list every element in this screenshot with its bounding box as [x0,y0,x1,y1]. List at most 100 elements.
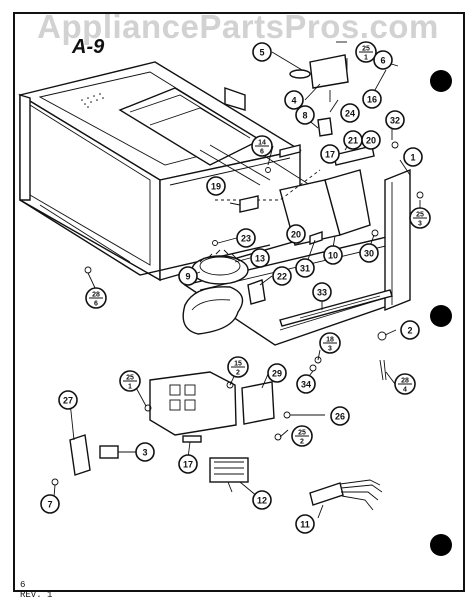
callout-4: 4 [284,90,304,110]
callout-23: 23 [236,228,256,248]
callout-25-1: 251 [355,41,377,63]
callout-19: 19 [206,176,226,196]
callout-number: 29 [272,369,282,379]
callout-number: 31 [300,264,310,274]
callout-number: 28 [92,292,100,299]
binder-hole-icon [430,70,452,92]
cavity-assembly [18,41,424,519]
callout-3: 3 [135,442,155,462]
callout-12: 12 [252,490,272,510]
callout-number: 7 [47,500,52,510]
callout-number: 2 [407,326,412,336]
callout-number: 18 [326,337,334,344]
callout-number: 10 [328,251,338,261]
callout-32: 32 [385,110,405,130]
callout-25-3: 253 [409,207,431,229]
callout-number: 19 [211,182,221,192]
callout-number: 20 [366,136,376,146]
callout-number: 8 [302,111,307,121]
callout-number: 25 [362,46,370,53]
binder-hole-icon [430,305,452,327]
callout-number: 23 [241,234,251,244]
callout-number: 26 [335,412,345,422]
page-label: A-9 [72,36,105,58]
footer-page-number: 6 [20,580,26,590]
binder-hole-icon [430,534,452,556]
callout-1: 1 [403,147,423,167]
callout-25-2: 252 [291,425,313,447]
callout-quantity: 2 [300,439,304,446]
callout-29: 29 [267,363,287,383]
footer-revision: REV. 1 [20,590,53,600]
callout-number: 20 [291,230,301,240]
callout-number: 25 [298,430,306,437]
callout-25-1: 251 [119,370,141,392]
callout-number: 1 [410,153,415,163]
callout-26: 26 [330,406,350,426]
callout-number: 13 [255,254,265,264]
callout-number: 14 [258,140,266,147]
callout-28-4: 284 [394,373,416,395]
callout-33: 33 [312,282,332,302]
callout-number: 5 [259,48,264,58]
callout-number: 17 [183,460,193,470]
callout-quantity: 4 [403,387,407,394]
watermark-text: AppliancePartsPros.com [37,8,439,45]
callout-number: 32 [390,116,400,126]
callout-number: 30 [364,249,374,259]
callout-27: 27 [58,390,78,410]
callout-10: 10 [323,245,343,265]
callout-24: 24 [340,103,360,123]
callout-number: 15 [234,361,242,368]
callout-8: 8 [295,105,315,125]
callout-22: 22 [272,266,292,286]
callout-13: 13 [250,248,270,268]
callout-21: 21 [343,130,363,150]
callout-number: 12 [257,496,267,506]
callout-17: 17 [320,144,340,164]
callout-34: 34 [296,374,316,394]
callout-quantity: 3 [418,221,422,228]
callout-31: 31 [295,258,315,278]
callout-number: 27 [63,396,73,406]
callout-2: 2 [400,320,420,340]
callout-14-6: 146 [251,135,273,157]
callout-number: 24 [345,109,355,119]
callout-quantity: 6 [260,149,264,156]
callout-6: 6 [373,50,393,70]
callout-15-2: 152 [227,356,249,378]
callout-number: 33 [317,288,327,298]
callout-30: 30 [359,243,379,263]
callout-number: 17 [325,150,335,160]
callout-number: 9 [185,272,190,282]
callout-number: 4 [291,96,296,106]
callout-9: 9 [178,266,198,286]
callout-quantity: 2 [236,370,240,377]
callout-20: 20 [361,130,381,150]
callout-number: 25 [126,375,134,382]
callout-quantity: 3 [328,346,332,353]
callout-18-3: 183 [319,332,341,354]
callout-5: 5 [252,42,272,62]
callout-28-6: 286 [85,287,107,309]
callout-number: 21 [348,136,358,146]
callout-number: 3 [142,448,147,458]
callout-number: 11 [300,520,310,530]
diagram-frame [13,12,465,592]
callout-number: 6 [380,56,385,66]
callout-quantity: 1 [364,55,368,62]
callout-20: 20 [286,224,306,244]
callout-17: 17 [178,454,198,474]
callout-11: 11 [295,514,315,534]
callout-number: 16 [367,95,377,105]
callout-quantity: 1 [128,384,132,391]
callout-7: 7 [40,494,60,514]
callout-number: 34 [301,380,311,390]
callout-number: 25 [416,212,424,219]
callout-16: 16 [362,89,382,109]
callout-quantity: 6 [94,301,98,308]
callout-number: 28 [401,378,409,385]
callout-number: 22 [277,272,287,282]
